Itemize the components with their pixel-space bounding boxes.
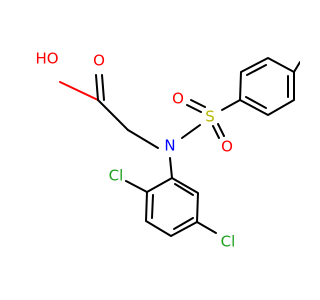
sulfonyl-oxygen-left-label: O: [172, 90, 184, 108]
bond-s-o-left-b: [190, 99, 206, 108]
bond-s-tolyl: [221, 99, 241, 111]
sulfur-label: S: [205, 108, 215, 126]
bond-s-o-bottom-b: [217, 123, 225, 137]
bond-s-o-left-a: [186, 104, 202, 113]
chlorine-ortho-label: Cl: [109, 167, 124, 185]
carboxylic-acid-group: HO O: [35, 50, 129, 131]
ring-double-2: [173, 217, 194, 230]
bond-carbonyl-double-a: [95, 74, 99, 101]
carbonyl-oxygen-label: O: [93, 52, 105, 70]
tolyl-ring-outline: [239, 57, 295, 116]
amine-group: N: [127, 124, 201, 179]
tolyl-double-1: [246, 64, 267, 76]
bond-carbon-hydroxyl: [59, 81, 99, 101]
dichlorophenyl-ring: Cl Cl: [109, 167, 236, 251]
sulfonyl-group: S O O: [172, 90, 241, 156]
ring-double-1: [151, 194, 154, 219]
nitrogen-label: N: [164, 137, 175, 155]
bond-carbonyl-double-b: [101, 74, 105, 101]
chlorine-meta-label: Cl: [221, 233, 236, 251]
hydroxyl-label: HO: [35, 50, 58, 68]
dichlorophenyl-ring-outline: [145, 177, 199, 237]
bond-ring-cl-meta: [196, 221, 217, 234]
bond-n-s: [181, 124, 201, 139]
molecule-structure: HO O N S O O Cl Cl: [35, 50, 300, 251]
bond-ch2-carbonyl: [97, 99, 129, 131]
tolyl-double-3: [245, 96, 267, 109]
tolyl-ring: [239, 57, 300, 116]
bond-methyl: [293, 61, 300, 73]
bond-s-o-bottom-a: [212, 125, 220, 139]
sulfonyl-oxygen-bottom-label: O: [221, 138, 233, 156]
bond-n-ring: [169, 157, 173, 179]
ring-double-3: [174, 183, 194, 196]
bond-ring-cl-ortho: [125, 180, 148, 193]
bond-ch2-n: [127, 129, 159, 149]
